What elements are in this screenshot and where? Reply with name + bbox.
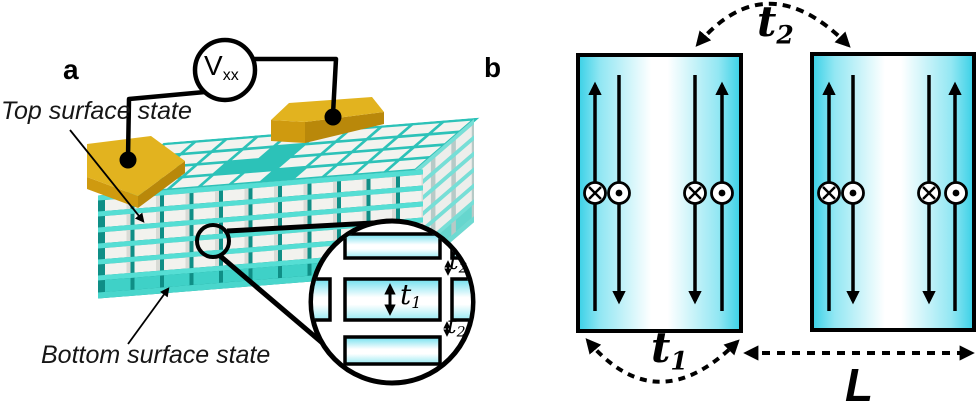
field-into-page-cross (588, 186, 602, 200)
field-out-of-page-dot (718, 189, 726, 197)
wire-left (125, 89, 206, 159)
length-label: L (845, 359, 874, 411)
stack-front-face (98, 169, 423, 299)
magnifier-tangent-bottom (217, 253, 335, 354)
voltmeter-circle (192, 37, 258, 103)
panel-a-label: a (63, 54, 79, 85)
quantum-well-left (576, 53, 743, 333)
field-out-of-page-dot (615, 189, 623, 197)
t1-coupling-label: t1 (651, 323, 688, 376)
contact-dot-left (119, 151, 137, 169)
inset-t2-bottom-label: t2 (447, 311, 466, 341)
top-surface-pointer-arrow (69, 129, 145, 223)
top-surface-state-label: Top surface state (1, 97, 192, 125)
wire-right (253, 56, 339, 115)
gold-electrode-right (271, 97, 384, 143)
panel-b-label: b (484, 52, 502, 83)
inset-layer-bar (343, 277, 442, 322)
voltmeter-symbol: V (204, 50, 223, 81)
voltmeter-label: Vxx (204, 52, 239, 84)
t2-coupling-label: t2 (757, 0, 794, 50)
inset-layer-bar (313, 277, 332, 322)
stack-3d (98, 117, 480, 299)
inset-t1-label: t1 (400, 278, 422, 312)
field-out-of-page-dot (849, 189, 857, 197)
voltmeter-subscript: xx (222, 66, 239, 84)
magnifier-tangent-top (226, 219, 391, 234)
inset-layer-bar (343, 232, 442, 260)
field-out-of-page-dot (952, 189, 960, 197)
field-into-page-cross (922, 186, 936, 200)
t2-coupling-arrow (695, 1, 851, 48)
field-into-page-cross (822, 186, 836, 200)
contact-dot-right (324, 108, 342, 126)
magnifier-source-circle (195, 223, 231, 259)
bottom-surface-state-label: Bottom surface state (41, 341, 271, 369)
quantum-well-right (810, 52, 976, 332)
t1-coupling-arrow (585, 338, 740, 384)
field-into-page-cross (688, 186, 702, 200)
bottom-surface-pointer-arrow (127, 287, 170, 345)
inset-t2-top-label: t2 (449, 247, 468, 277)
inset-layer-bar (343, 335, 442, 366)
inset-content (313, 232, 471, 366)
